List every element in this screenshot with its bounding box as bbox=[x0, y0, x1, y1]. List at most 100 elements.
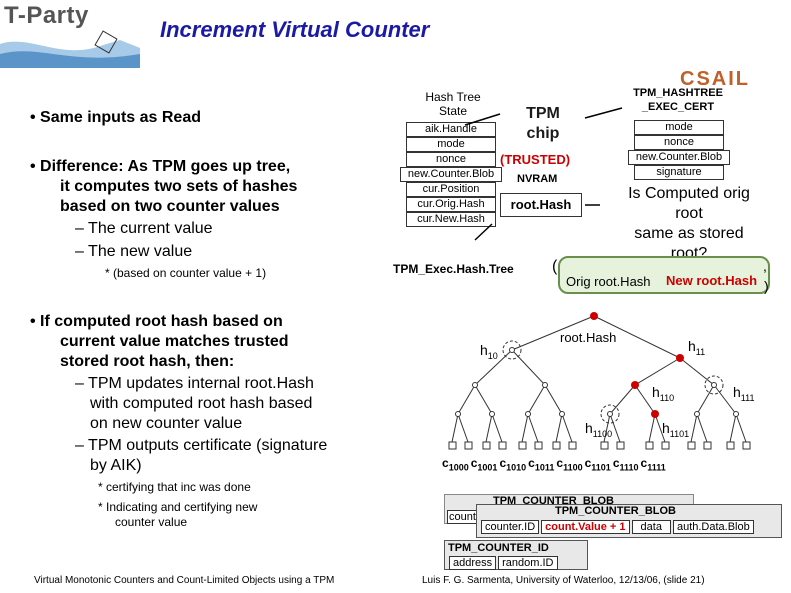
cert-title-l2: _EXEC_CERT bbox=[641, 101, 715, 113]
sub-new-value: – The new value bbox=[75, 243, 193, 260]
logo-wave-icon bbox=[0, 30, 140, 68]
field-nonce: nonce bbox=[406, 152, 496, 167]
counter-blob-fields: counter.ID count.Value + 1 data auth.Dat… bbox=[481, 520, 754, 534]
tree-dashed-highlights bbox=[502, 340, 724, 424]
highlight-h1100 bbox=[600, 404, 620, 424]
tree-edges bbox=[451, 315, 747, 443]
note-certifying: * certifying that inc was done bbox=[98, 480, 251, 494]
nvram-root-hash: root.Hash bbox=[500, 193, 582, 217]
field-cur-orig-hash: cur.Orig.Hash bbox=[406, 197, 496, 212]
counter-id-box: TPM_COUNTER_ID address random.ID bbox=[444, 540, 588, 570]
hash-tree-state-fields: aik.Handle mode nonce new.Counter.Blob c… bbox=[400, 122, 502, 227]
counter-id-title: TPM_COUNTER_ID bbox=[448, 542, 549, 554]
label-h11: h11 bbox=[688, 338, 706, 357]
cert-field-signature: signature bbox=[634, 165, 724, 180]
exec-comma: , bbox=[763, 258, 767, 274]
arrow-to-exec bbox=[474, 223, 493, 241]
diagram-arrows bbox=[464, 107, 623, 241]
field-mode: mode bbox=[406, 137, 496, 152]
cert-field-mode: mode bbox=[634, 120, 724, 135]
hash-tree-state-l2: State bbox=[438, 104, 468, 118]
field-aik-handle: aik.Handle bbox=[406, 122, 496, 137]
tree-root-hash-label: root.Hash bbox=[560, 330, 617, 345]
bullet-difference-l1: • Difference: As TPM goes up tree, bbox=[30, 158, 291, 175]
chip-label: chip bbox=[526, 125, 560, 142]
leaf-labels-row: c1000 c1001 c1010 c1011 c1100 c1101 c111… bbox=[442, 456, 762, 472]
cert-title: TPM_HASHTREE _EXEC_CERT bbox=[622, 86, 734, 114]
tpm-chip-label: TPM chip bbox=[518, 104, 568, 144]
page-title: Increment Virtual Counter bbox=[160, 17, 430, 42]
cert-field-nonce: nonce bbox=[634, 135, 724, 150]
exec-args-box bbox=[558, 256, 770, 294]
t-party-logo: T-Party bbox=[0, 0, 140, 68]
highlight-h111 bbox=[704, 375, 724, 395]
exec-close-paren: ) bbox=[764, 278, 769, 294]
arrow-to-hash-tree-state bbox=[464, 113, 501, 126]
bullet-if-computed-l1: • If computed root hash based on bbox=[30, 313, 283, 330]
label-h110: h110 bbox=[652, 384, 675, 403]
sub-updates-l3: on new counter value bbox=[90, 415, 243, 432]
highlight-h10 bbox=[502, 340, 522, 360]
label-h1100: h1100 bbox=[585, 420, 613, 439]
cert-title-l1: TPM_HASHTREE bbox=[633, 87, 723, 99]
counter-id-fields: address random.ID bbox=[449, 556, 558, 570]
bullet-same-inputs: • Same inputs as Read bbox=[30, 109, 201, 126]
leaf-c1100: c1100 bbox=[556, 456, 583, 473]
sub-updates-l1: – TPM updates internal root.Hash bbox=[75, 375, 314, 392]
node-h110 bbox=[631, 381, 639, 389]
id-field-random-id: random.ID bbox=[498, 556, 558, 570]
leaf-c1000: c1000 bbox=[442, 456, 469, 473]
sub-outputs-l1: – TPM outputs certificate (signature bbox=[75, 437, 328, 454]
leaf-c1011: c1011 bbox=[528, 456, 555, 473]
question-callout: Is Computed orig root same as stored roo… bbox=[600, 184, 778, 264]
exec-orig-root-hash: Orig root.Hash bbox=[566, 274, 651, 289]
logo-text: T-Party bbox=[4, 2, 89, 29]
tpm-label: TPM bbox=[526, 105, 560, 122]
blob-field-auth-data-blob: auth.Data.Blob bbox=[672, 520, 754, 534]
note-counter-plus-one: * (based on counter value + 1) bbox=[105, 266, 267, 280]
sub-updates-l2: with computed root hash based bbox=[90, 395, 313, 412]
hash-tree-state-label: Hash Tree State bbox=[418, 90, 488, 118]
blob-field-count-value: count.Value + 1 bbox=[541, 520, 630, 534]
note-indicating-l1: * Indicating and certifying new bbox=[98, 500, 258, 514]
leaf-c1010: c1010 bbox=[499, 456, 527, 473]
tree-grey-nodes bbox=[455, 347, 739, 417]
hash-tree-state-l1: Hash Tree bbox=[425, 90, 481, 104]
footer-right: Luis F. G. Sarmenta, University of Water… bbox=[422, 575, 705, 586]
node-h1101 bbox=[651, 410, 659, 418]
leaf-c1110: c1110 bbox=[612, 456, 639, 473]
bullet-if-computed-l2: current value matches trusted bbox=[60, 333, 289, 350]
footer-left: Virtual Monotonic Counters and Count-Lim… bbox=[34, 575, 335, 586]
node-h11 bbox=[676, 354, 684, 362]
question-l2: root bbox=[675, 205, 703, 222]
sub-outputs-l2: by AIK) bbox=[90, 457, 142, 474]
counter-blob-front: TPM_COUNTER_BLOB counter.ID count.Value … bbox=[476, 504, 782, 538]
counter-blob-front-title: TPM_COUNTER_BLOB bbox=[555, 505, 677, 517]
exec-hash-tree-fn: TPM_Exec.Hash.Tree bbox=[393, 262, 514, 276]
label-h1101: h1101 bbox=[662, 420, 690, 439]
id-field-address: address bbox=[449, 556, 497, 570]
label-h111: h111 bbox=[733, 384, 755, 403]
sub-current-value: – The current value bbox=[75, 220, 213, 237]
bullet-difference-l2: it computes two sets of hashes bbox=[60, 178, 298, 195]
field-new-counter-blob: new.Counter.Blob bbox=[400, 167, 502, 182]
exec-open-paren: ( bbox=[552, 258, 558, 275]
question-l3: same as stored bbox=[634, 225, 744, 242]
nvram-label: NVRAM bbox=[517, 173, 558, 185]
exec-new-root-hash: New root.Hash bbox=[666, 273, 758, 288]
arrow-to-cert bbox=[584, 107, 623, 119]
csail-logo: CSAIL bbox=[680, 68, 750, 90]
leaf-c1111: c1111 bbox=[640, 456, 666, 473]
field-cur-position: cur.Position bbox=[406, 182, 496, 197]
blob-field-counter-id: counter.ID bbox=[481, 520, 540, 534]
trusted-label: (TRUSTED) bbox=[500, 152, 571, 167]
label-h10: h10 bbox=[480, 342, 498, 361]
root-node bbox=[590, 312, 598, 320]
leaf-c1001: c1001 bbox=[470, 456, 498, 473]
tree-red-nodes bbox=[590, 312, 684, 418]
leaf-c1101: c1101 bbox=[584, 456, 611, 473]
cert-fields: mode nonce new.Counter.Blob signature bbox=[628, 120, 730, 180]
cert-field-new-counter-blob: new.Counter.Blob bbox=[628, 150, 730, 165]
counter-blob-back-count: count bbox=[447, 510, 478, 524]
blob-field-data: data bbox=[631, 520, 671, 534]
